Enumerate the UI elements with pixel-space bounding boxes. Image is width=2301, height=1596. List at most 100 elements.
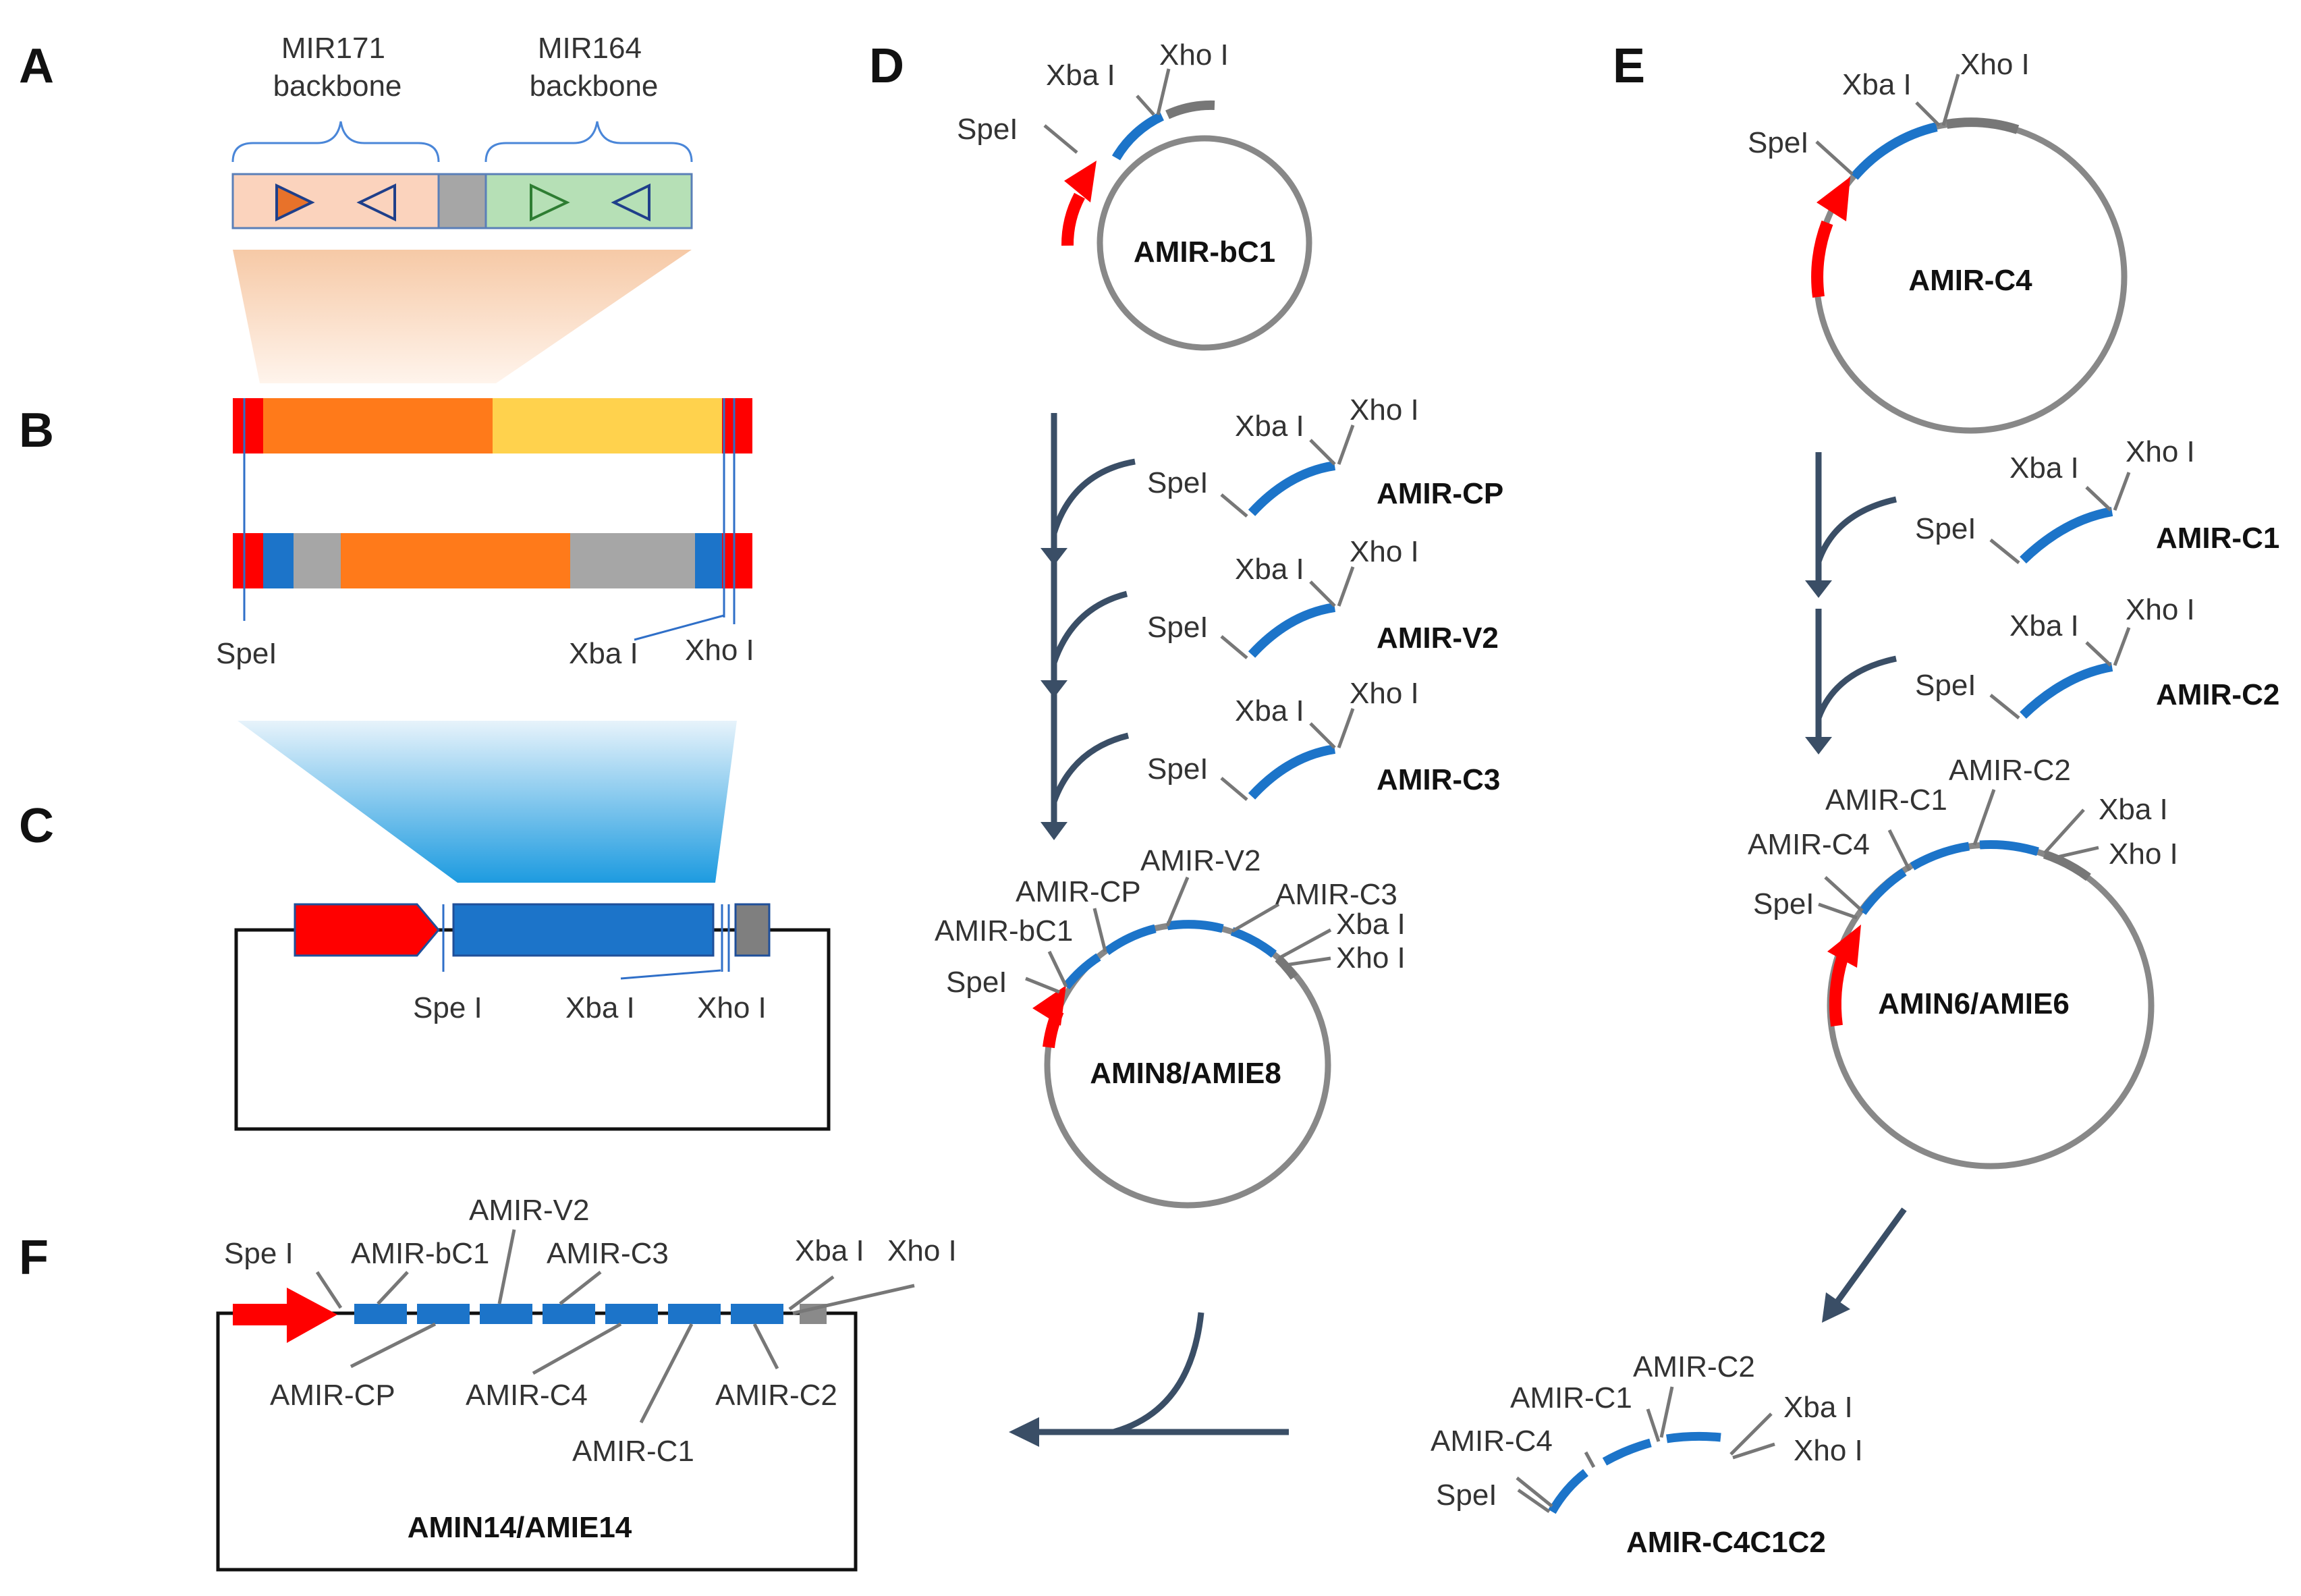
d-cp-spe-line <box>1220 493 1248 518</box>
e-arrow-to-fragment-head <box>1822 1292 1850 1323</box>
b-xba-leader <box>634 614 725 641</box>
e-frag-xba-label: Xba I <box>1783 1391 1853 1424</box>
c-terminator-block <box>734 903 771 957</box>
f-bc1-line <box>377 1271 409 1305</box>
d-insert-curve-2 <box>1051 590 1128 664</box>
c-xba-leader <box>620 969 721 980</box>
e-frag-c2-line <box>1659 1386 1674 1438</box>
d-result-name: AMIN8/AMIE8 <box>1090 1057 1281 1090</box>
panel-label-a: A <box>19 39 54 93</box>
d-cp-fragment <box>1248 461 1336 516</box>
f-c4-line <box>532 1322 622 1375</box>
panel-label-b: B <box>19 404 54 458</box>
d-result-xba-label: Xba I <box>1336 908 1406 941</box>
mir171-reverse-triangle <box>356 183 396 222</box>
f-spe-label: Spe I <box>224 1237 294 1270</box>
mir164-reverse-triangle <box>611 183 650 222</box>
e-c2-name: AMIR-C2 <box>2156 678 2279 711</box>
d-start-promoter-head <box>1064 161 1097 202</box>
d-result-spe-label: SpeI <box>946 966 1007 999</box>
e-start-name: AMIR-C4 <box>1908 264 2032 297</box>
f-c2-line <box>752 1323 779 1370</box>
panel-c: Spe I Xba I Xho I <box>234 721 831 1131</box>
d-c3-fragment <box>1248 744 1336 800</box>
e-frag-xba-line <box>1729 1412 1773 1456</box>
b-xba-label: Xba I <box>569 637 638 670</box>
e-spe-label-line <box>1818 902 1858 920</box>
d-xba-label-line <box>1277 928 1332 960</box>
d-start-xba-line <box>1136 94 1155 116</box>
d-v2-xho-line <box>1337 566 1355 607</box>
e-c4-label-line <box>1824 876 1864 912</box>
e-arrow-to-fragment <box>1834 1207 1907 1304</box>
f-seg-2 <box>417 1304 470 1324</box>
b-bottom-blue-right <box>695 533 722 588</box>
e-c2-xba-line <box>2085 641 2112 667</box>
b-bottom-red-right <box>722 533 752 588</box>
e-result-c2-label: AMIR-C2 <box>1949 754 2071 787</box>
join-arrow-head <box>1009 1417 1039 1447</box>
f-cp-label: AMIR-CP <box>270 1379 395 1412</box>
e-result-name: AMIN6/AMIE6 <box>1878 987 2070 1020</box>
e-frag-seg-c1 <box>1602 1438 1652 1466</box>
f-cp-line <box>350 1322 437 1369</box>
d-result-seg-1 <box>1062 953 1101 990</box>
mir164-forward-triangle <box>530 183 570 222</box>
mir171-forward-triangle <box>275 183 315 222</box>
panel-a: MIR171 backbone MIR164 backbone <box>231 32 693 383</box>
b-top-yellow <box>493 398 722 453</box>
f-spe-line <box>315 1271 343 1309</box>
d-v2-spe-label: SpeI <box>1147 611 1209 644</box>
d-cp-name: AMIR-CP <box>1377 477 1503 510</box>
d-result-promoter-head <box>1032 985 1066 1026</box>
d-start-amir-block <box>1111 111 1165 161</box>
d-c3-label-line <box>1231 902 1280 933</box>
e-frag-xho-label: Xho I <box>1794 1434 1863 1467</box>
d-c3-xho-line <box>1337 708 1355 748</box>
e-c2-xho-label: Xho I <box>2126 593 2195 626</box>
d-start-xho-label: Xho I <box>1159 38 1229 72</box>
d-result-seg-3 <box>1167 920 1224 933</box>
c-vector-box <box>234 928 831 1131</box>
f-seg-1 <box>354 1304 407 1324</box>
e-start-spe-label: SpeI <box>1748 126 1809 159</box>
d-result-terminator <box>1275 955 1298 980</box>
mir164-brace <box>484 121 693 163</box>
e-result-seg-1 <box>1858 868 1907 915</box>
mir164-line-1: MIR164 <box>538 32 642 65</box>
c-spe-label: Spe I <box>413 991 482 1024</box>
e-start-spe-line <box>1815 140 1854 175</box>
e-result-promoter <box>1829 956 1848 1027</box>
e-fragment-c4c1c2: SpeI AMIR-C4 AMIR-C1 AMIR-C2 Xba I Xho I… <box>1431 1350 1863 1559</box>
f-c1-line <box>639 1323 694 1424</box>
mir164-line-2: backbone <box>530 70 659 103</box>
b-top-red-right <box>722 398 752 453</box>
f-seg-4 <box>543 1304 595 1324</box>
f-seg-7 <box>731 1304 783 1324</box>
f-c4-label: AMIR-C4 <box>466 1379 588 1412</box>
e-xho-label-line <box>2051 846 2099 860</box>
d-xho-label-line <box>1285 956 1331 967</box>
d-c3-xba-label: Xba I <box>1235 694 1304 727</box>
c-xba-label: Xba I <box>565 991 635 1024</box>
b-xho-label: Xho I <box>685 634 754 667</box>
e-result-c1-label: AMIR-C1 <box>1825 783 1947 817</box>
mir164-backbone-segment <box>484 173 693 229</box>
e-c2-spe-label: SpeI <box>1915 669 1976 702</box>
f-bc1-label: AMIR-bC1 <box>351 1237 489 1270</box>
panel-f: Spe I Xba I Xho I AMIR-V2 AMIR-bC1 AMIR-… <box>216 1194 957 1572</box>
d-c3-xho-label: Xho I <box>1350 677 1419 710</box>
d-arrow-head-3 <box>1041 822 1068 840</box>
d-cp-xba-line <box>1309 439 1336 466</box>
e-insert-c2: SpeI Xba I Xho I AMIR-C2 <box>1915 593 2279 719</box>
f-xba-label: Xba I <box>795 1234 864 1267</box>
e-frag-spe-line-2 <box>1516 1477 1553 1508</box>
f-c3-line <box>559 1271 602 1305</box>
d-v2-xba-line <box>1309 580 1336 607</box>
f-c1-label: AMIR-C1 <box>572 1435 694 1468</box>
e-arrow-head-1 <box>1805 580 1832 598</box>
e-result-promoter-head <box>1827 925 1861 968</box>
e-insert-curve-2 <box>1815 655 1897 719</box>
f-seg-3 <box>480 1304 532 1324</box>
b-bottom-orange <box>341 533 570 588</box>
